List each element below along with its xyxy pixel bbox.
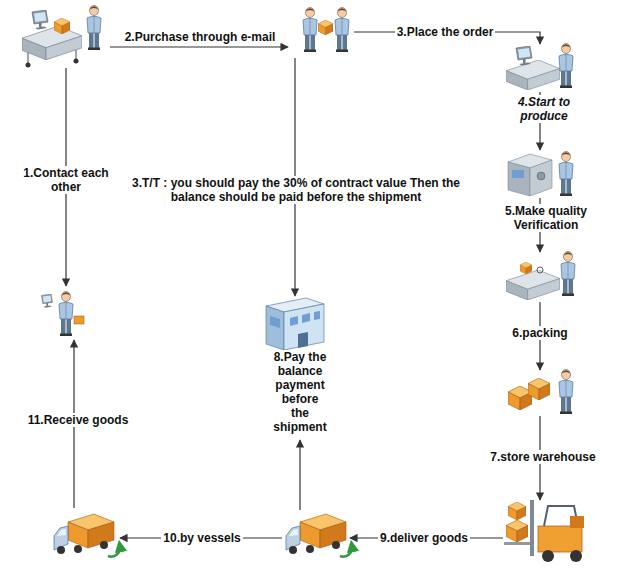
truck (286, 514, 352, 557)
step-label: 5.Make quality Verification (496, 204, 596, 232)
step-label: 3.Place the order (395, 25, 496, 39)
order-station (506, 44, 573, 91)
step-label: 2.Purchase through e-mail (123, 30, 278, 44)
step-label: 10.by vessels (161, 531, 242, 545)
packing-station (508, 370, 573, 415)
step-label: 8.Pay the balance payment before the shi… (270, 350, 330, 434)
quality-station (506, 252, 575, 301)
step-label: 1.Contact each other (16, 166, 116, 194)
step-label: 11.Receive goods (26, 413, 131, 427)
step-label: 9.deliver goods (378, 531, 470, 545)
receiver-person (41, 292, 84, 337)
step-label: 6.packing (510, 326, 569, 340)
bank-building (266, 298, 324, 350)
step-label: 3.T/T : you should pay the 30% of contra… (118, 176, 474, 204)
step-label: 4.Start to produce (506, 95, 582, 123)
customer-station (22, 6, 101, 68)
machine-station (508, 152, 573, 197)
truck (54, 514, 120, 557)
forklift (504, 500, 584, 562)
flow-arrows (66, 32, 540, 538)
sales-station (303, 8, 349, 53)
step-label: 7.store warehouse (488, 450, 597, 464)
